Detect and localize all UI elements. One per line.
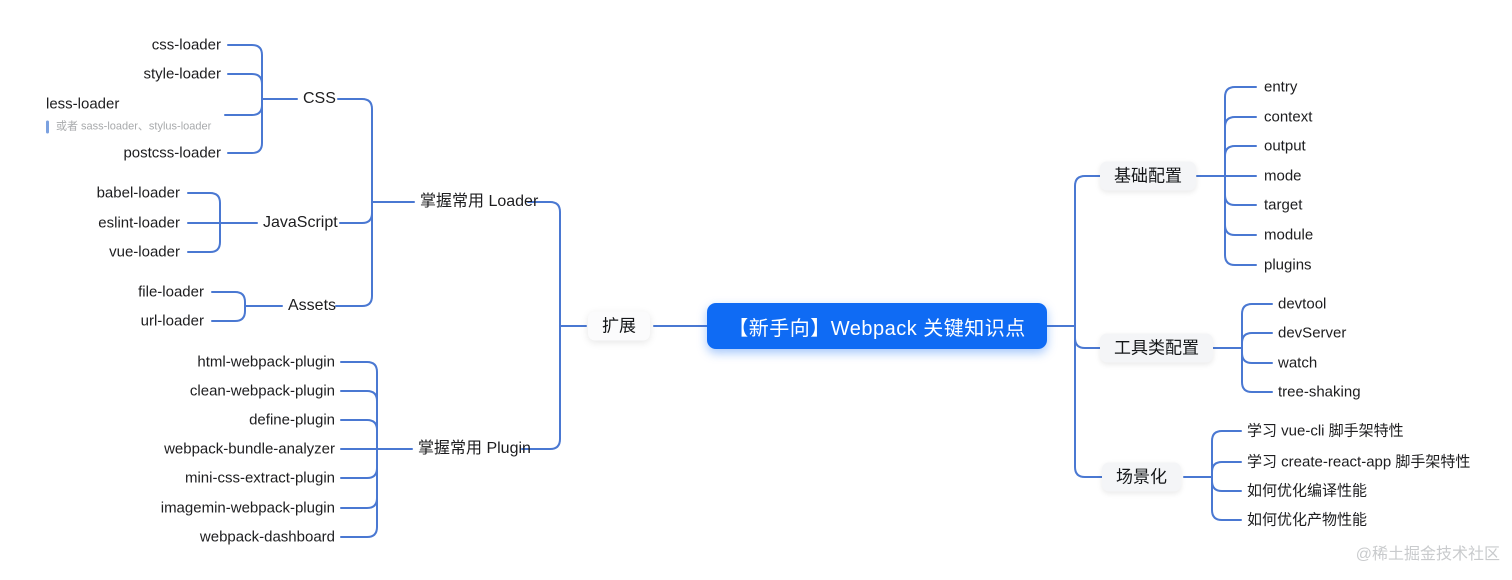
node-learn-vue-cli[interactable]: 学习 vue-cli 脚手架特性 [1247, 422, 1404, 440]
connector-context [1224, 116, 1257, 128]
connector-tools-outer [1241, 303, 1273, 393]
node-entry[interactable]: entry [1264, 78, 1298, 96]
node-url-loader[interactable]: url-loader [140, 312, 204, 330]
node-scene[interactable]: 场景化 [1102, 462, 1181, 492]
connector-assets-outer [211, 291, 246, 322]
connector-scene-outer [1211, 430, 1242, 521]
node-imagemin-webpack-plugin[interactable]: imagemin-webpack-plugin [160, 499, 335, 517]
connector-output [1224, 145, 1257, 157]
node-vue-loader[interactable]: vue-loader [109, 243, 180, 261]
node-clean-webpack-plugin[interactable]: clean-webpack-plugin [189, 382, 335, 400]
connector-tools-in [1074, 337, 1103, 349]
node-tools-config[interactable]: 工具类配置 [1100, 333, 1213, 363]
node-webpack-bundle-analyzer[interactable]: webpack-bundle-analyzer [164, 440, 335, 458]
node-eslint-loader[interactable]: eslint-loader [98, 214, 180, 232]
node-tree-shaking[interactable]: tree-shaking [1278, 383, 1361, 401]
connector-css-outer [227, 44, 263, 154]
node-html-webpack-plugin[interactable]: html-webpack-plugin [197, 353, 335, 371]
node-context[interactable]: context [1264, 108, 1313, 126]
connector-expand-outer [521, 201, 561, 450]
node-expand[interactable]: 扩展 [588, 311, 650, 341]
node-plugin-branch[interactable]: 掌握常用 Plugin [418, 440, 531, 457]
node-plugins[interactable]: plugins [1264, 256, 1312, 274]
node-mode[interactable]: mode [1264, 167, 1302, 185]
node-define-plugin[interactable]: define-plugin [249, 411, 335, 429]
node-optimize-compile[interactable]: 如何优化编译性能 [1247, 482, 1368, 500]
note-text: 或者 sass-loader、stylus-loader [56, 120, 212, 133]
node-learn-create-react-app[interactable]: 学习 create-react-app 脚手架特性 [1247, 453, 1471, 471]
less-loader-note: 或者 sass-loader、stylus-loader [46, 120, 212, 134]
node-devserver[interactable]: devServer [1278, 324, 1347, 342]
node-file-loader[interactable]: file-loader [138, 283, 204, 301]
connector-define-plugin [340, 419, 378, 431]
node-optimize-output[interactable]: 如何优化产物性能 [1247, 511, 1368, 529]
node-assets[interactable]: Assets [288, 297, 337, 314]
connector-watch [1241, 352, 1273, 364]
node-mini-css-extract-plugin[interactable]: mini-css-extract-plugin [184, 469, 335, 487]
node-module[interactable]: module [1264, 226, 1314, 244]
connector-mini-css [340, 467, 378, 479]
connector-scene-3 [1211, 480, 1242, 492]
connector-right-outer [1074, 175, 1105, 478]
central-topic[interactable]: 【新手向】Webpack 关键知识点 [707, 303, 1047, 349]
node-loader-branch[interactable]: 掌握常用 Loader [420, 193, 539, 210]
note-bar [46, 120, 49, 134]
connector-javascript [339, 212, 373, 224]
connector-imagemin [340, 497, 378, 509]
connector-loader-outer [335, 98, 373, 307]
connector-target [1224, 194, 1257, 206]
node-babel-loader[interactable]: babel-loader [96, 184, 180, 202]
node-css-loader[interactable]: css-loader [151, 36, 221, 54]
connector-scene-2 [1211, 461, 1242, 473]
watermark: @稀土掘金技术社区 [1355, 546, 1500, 563]
node-javascript[interactable]: JavaScript [263, 214, 338, 231]
node-target[interactable]: target [1264, 196, 1303, 214]
node-postcss-loader[interactable]: postcss-loader [123, 144, 221, 162]
connector-devserver [1241, 332, 1273, 344]
node-less-loader[interactable]: less-loader [46, 95, 120, 113]
connector-module [1224, 224, 1257, 236]
node-devtool[interactable]: devtool [1278, 295, 1327, 313]
node-output[interactable]: output [1264, 137, 1306, 155]
node-webpack-dashboard[interactable]: webpack-dashboard [199, 528, 335, 546]
connector-style-loader [227, 73, 263, 85]
node-css[interactable]: CSS [303, 90, 336, 107]
connector-clean-plugin [340, 390, 378, 402]
node-basic-config[interactable]: 基础配置 [1100, 161, 1196, 191]
node-watch[interactable]: watch [1278, 354, 1318, 372]
connector-less-loader [224, 104, 263, 116]
node-style-loader[interactable]: style-loader [143, 65, 221, 83]
